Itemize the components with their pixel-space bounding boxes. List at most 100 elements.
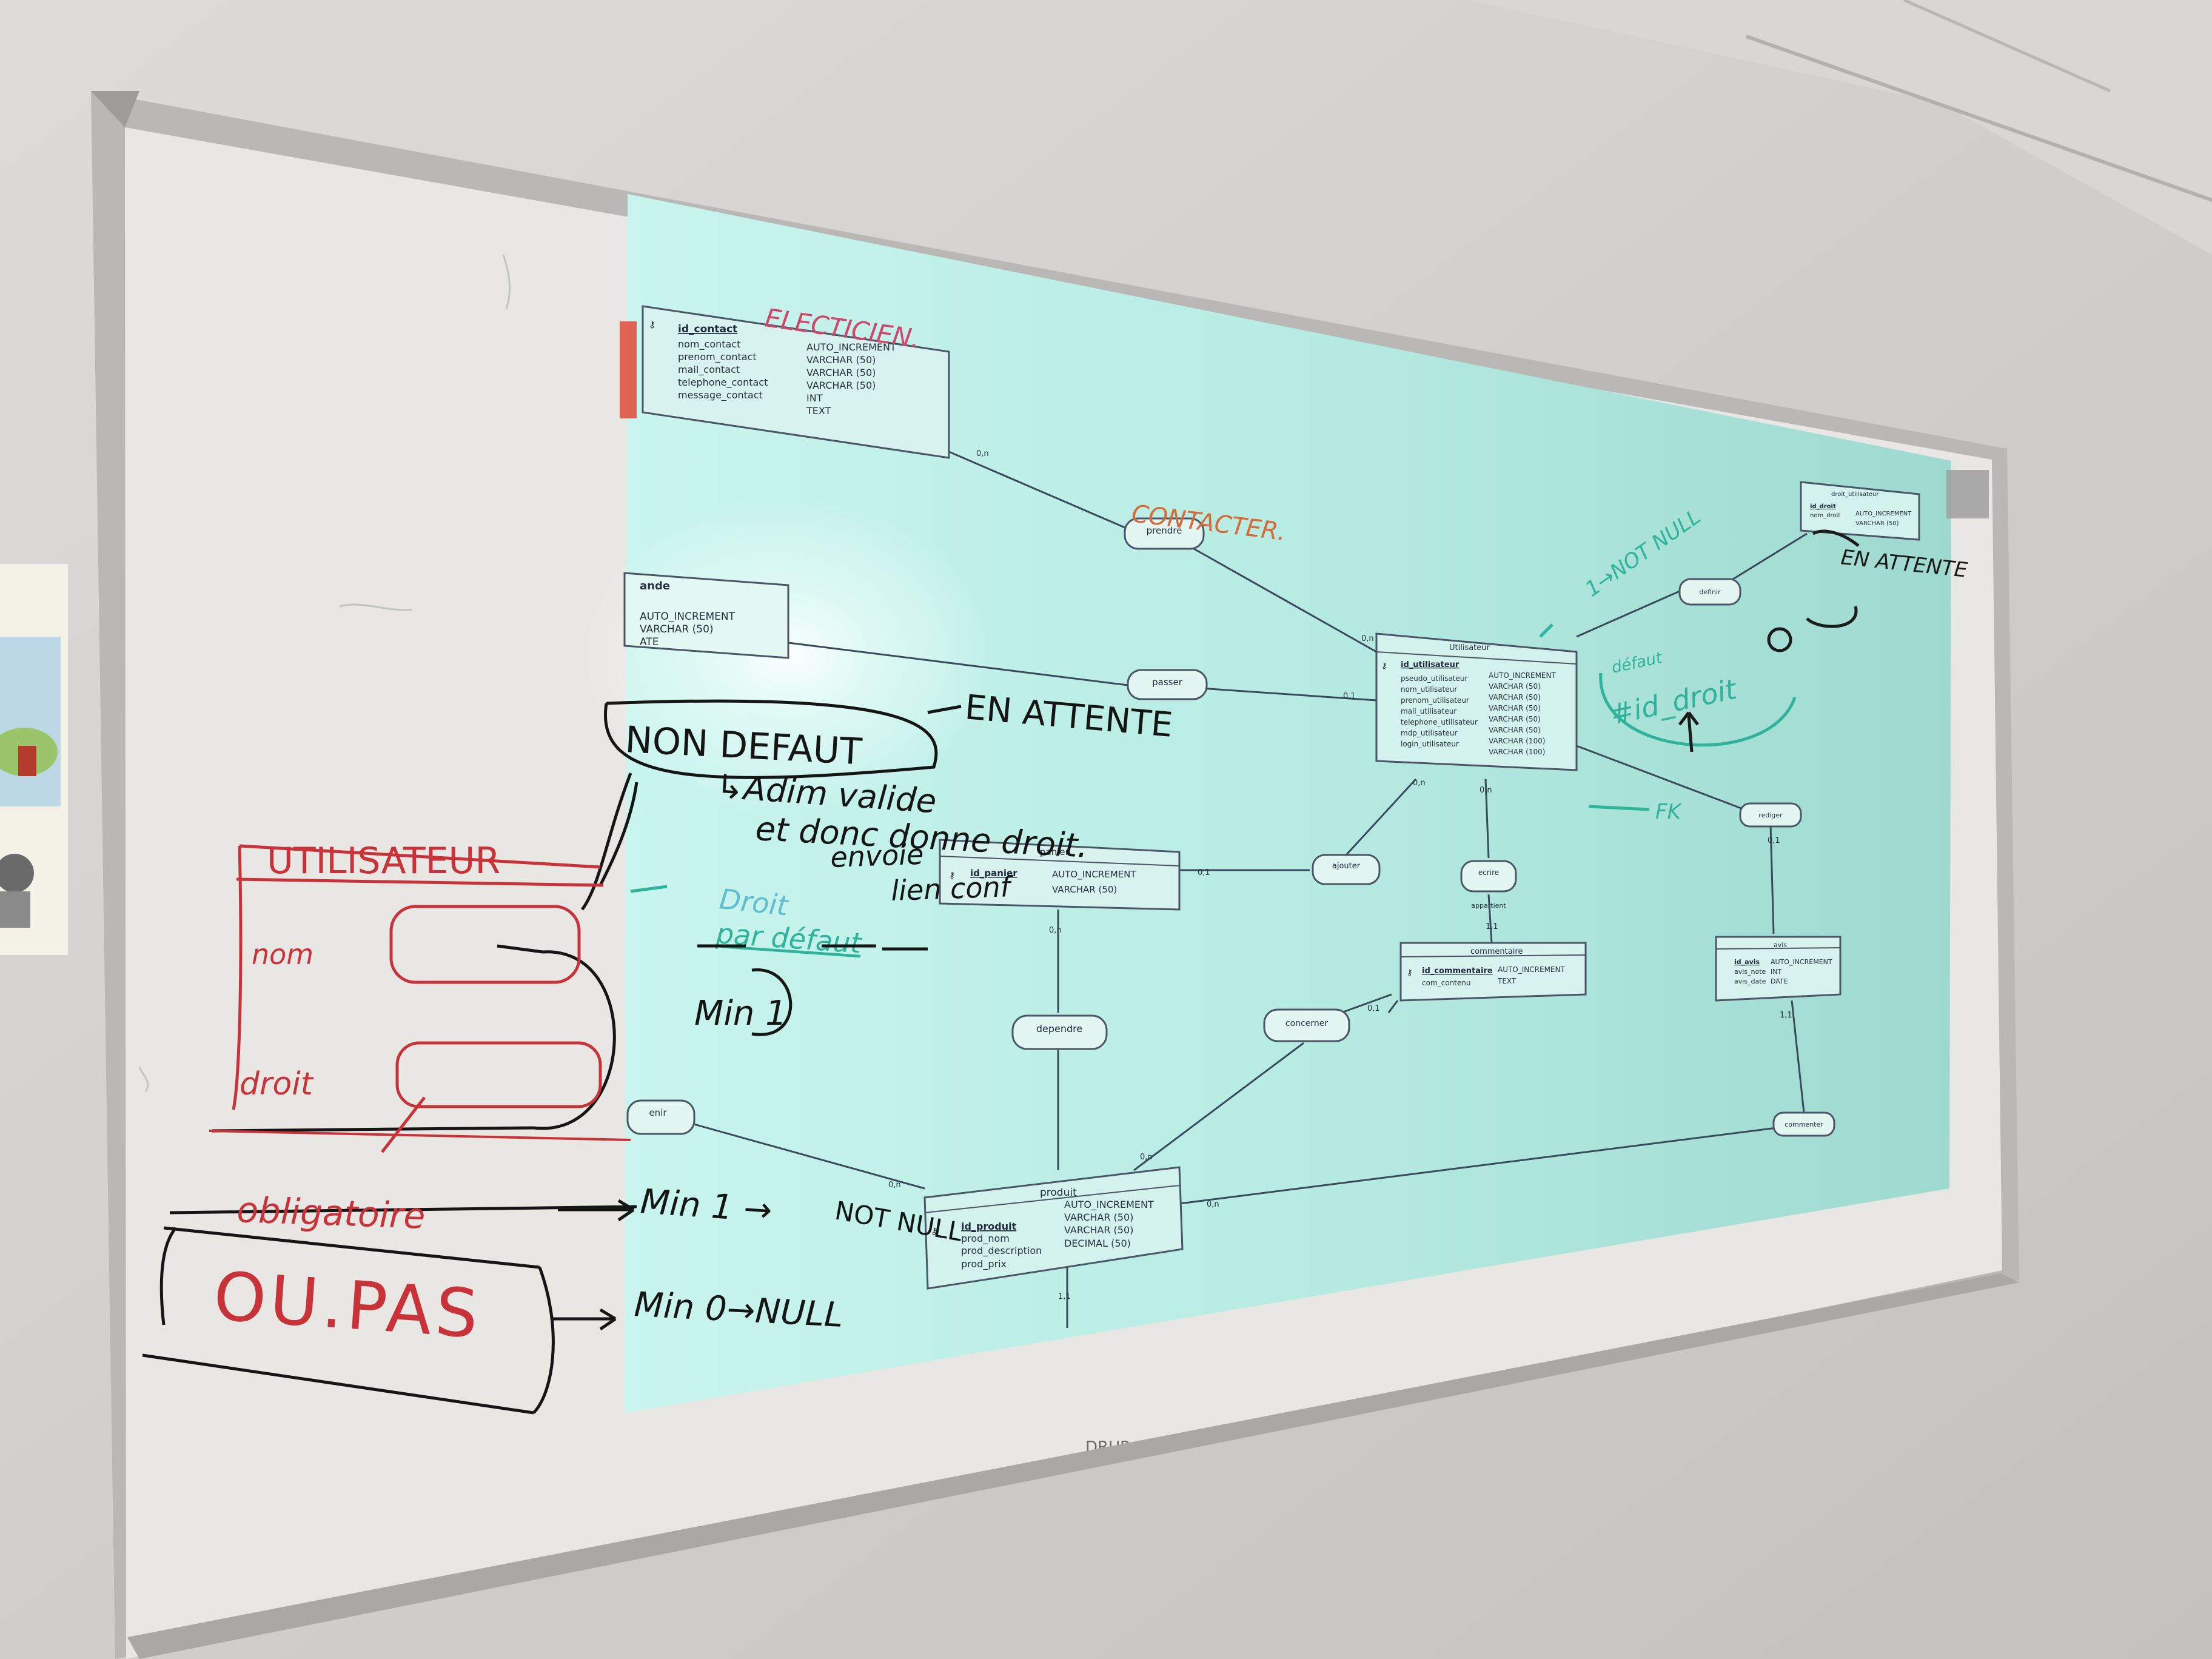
attr-type: VARCHAR (50) [806, 380, 876, 391]
attr-type: INT [1771, 968, 1781, 976]
attr-name: mail_utilisateur [1401, 707, 1456, 716]
attr-type: VARCHAR (50) [1489, 693, 1541, 702]
nom-field-sketch [389, 905, 581, 984]
attr-type: VARCHAR (100) [1489, 737, 1545, 745]
attr-type: ATE [640, 636, 659, 648]
handwriting-obligatoire: obligatoire [236, 1189, 426, 1237]
attr-name: telephone_contact [678, 377, 768, 389]
attr-type: VARCHAR (50) [1489, 704, 1541, 712]
attr-name: com_contenu [1422, 979, 1470, 987]
cardinality: 0,1 [1367, 1004, 1380, 1013]
red-form-sketch: UTILISATEUR nom droit obligatoire OU.PAS [209, 840, 631, 1353]
cardinality: 1,1 [1486, 922, 1498, 931]
ceiling [1467, 0, 2212, 255]
panier-title: panier [1040, 846, 1070, 857]
droit-field-sketch [395, 1041, 602, 1108]
attr-name: avis_note [1734, 968, 1766, 976]
teal-marks [630, 623, 1797, 893]
frame-bracket [1946, 470, 1989, 518]
frame-corner [91, 91, 139, 127]
projection-red-edge [620, 321, 637, 418]
commentaire-pk: id_commentaire [1422, 967, 1493, 976]
entity-contact: ⚷ id_contact nom_contact AUTO_INCREMENT … [642, 305, 950, 459]
attr-name: login_utilisateur [1401, 740, 1459, 748]
ceiling-tile-edge [1903, 0, 2111, 93]
attr-type: TEXT [1497, 977, 1517, 985]
entity-panier: panier ⚷ id_panier AUTO_INCREMENT VARCHA… [939, 839, 1181, 911]
handwriting-lien-conf: lien conf [890, 870, 1014, 907]
attr-type: DATE [1771, 977, 1788, 985]
attr-name: prenom_utilisateur [1401, 696, 1469, 705]
commande-title: ande [640, 580, 670, 592]
whiteboard-tray [127, 1273, 2019, 1659]
handwriting-min1: Min 1 [694, 994, 787, 1033]
handwriting-fk: FK [1655, 800, 1683, 824]
attr-name: mdp_utilisateur [1401, 729, 1458, 737]
key-icon: ⚷ [1381, 662, 1387, 671]
utilisateur-pk: id_utilisateur [1401, 660, 1460, 669]
entity-droit-utilisateur: droit_utilisateur id_droit AUTO_INCREMEN… [1800, 481, 1920, 541]
attr-type: AUTO_INCREMENT [640, 611, 736, 623]
cardinality: 1,1 [1780, 1011, 1792, 1020]
entity-produit: produit ⚷ id_produit AUTO_INCREMENT prod… [923, 1166, 1184, 1290]
attr-type: VARCHAR (50) [1855, 520, 1899, 527]
panier-pk-type: AUTO_INCREMENT [1052, 869, 1136, 880]
handwriting-droit: droit [240, 1066, 314, 1102]
cardinality: 0,1 [1768, 836, 1780, 845]
cardinality: 0,1 [1198, 868, 1210, 877]
attr-name: message_contact [678, 389, 763, 401]
cardinality: 0,n [888, 1181, 901, 1190]
diagram-links [685, 451, 1808, 1328]
relation-commenter: commenter [1785, 1121, 1823, 1128]
attr-name: prenom_contact [678, 351, 757, 363]
attr-type: DECIMAL (50) [1064, 1238, 1131, 1249]
projected-diagram [625, 194, 1951, 1413]
handwriting-utilisateur-form: UTILISATEUR [267, 840, 500, 882]
panier-pk: id_panier [970, 868, 1017, 879]
cardinality: 0,n [976, 449, 989, 458]
wall-poster [0, 564, 68, 955]
relation-dependre: dependre [1036, 1023, 1082, 1034]
attr-name: mail_contact [678, 364, 740, 376]
utilisateur-pk-type: AUTO_INCREMENT [1489, 671, 1556, 680]
handwriting-min1-arrow: Min 1 → [639, 1182, 774, 1230]
relation-definir: definir [1699, 588, 1721, 596]
attr-type: VARCHAR (50) [806, 367, 876, 378]
relation-shapes [626, 517, 1835, 1137]
attr-type: INT [806, 392, 823, 404]
relation-appartient: appartient [1471, 902, 1506, 910]
attr-name: prod_description [961, 1245, 1042, 1257]
key-icon: ⚷ [649, 319, 655, 330]
attr-type: VARCHAR (50) [1064, 1212, 1133, 1223]
produit-pk-type: AUTO_INCREMENT [1064, 1199, 1154, 1211]
commentaire-pk-type: AUTO_INCREMENT [1498, 965, 1565, 974]
attr-name: telephone_utilisateur [1401, 718, 1478, 726]
attr-name: nom_contact [678, 338, 740, 350]
commentaire-title: commentaire [1470, 947, 1523, 956]
cardinality: 0,n [1361, 634, 1374, 643]
relation-ecrire: ecrire [1478, 868, 1499, 877]
cardinality: 0,n [1480, 786, 1492, 795]
erased-marks [138, 254, 511, 1092]
ceiling-tile-edge [1746, 35, 2212, 202]
relation-concerner: concerner [1285, 1019, 1328, 1028]
handwriting-ou-pas: OU.PAS [211, 1257, 484, 1353]
key-icon: ⚷ [931, 1225, 937, 1236]
droit-title: droit_utilisateur [1831, 491, 1879, 498]
handwriting-droit-par-defaut: Droit [718, 882, 791, 922]
attr-type: VARCHAR (50) [1064, 1224, 1133, 1236]
entity-utilisateur: Utilisateur ⚷ id_utilisateur AUTO_INCREM… [1375, 632, 1578, 771]
cardinality: 0,n [1140, 1153, 1153, 1162]
produit-title: produit [1040, 1187, 1077, 1199]
cardinality: 0,n [1049, 926, 1062, 935]
handwriting-nom: nom [252, 938, 313, 971]
attr-type: VARCHAR (50) [806, 354, 876, 366]
avis-title: avis [1774, 941, 1787, 949]
avis-pk-type: AUTO_INCREMENT [1771, 958, 1832, 966]
relation-rediger: rediger [1758, 811, 1783, 819]
avis-pk: id_avis [1734, 958, 1760, 966]
cardinality: 0,1 [1343, 692, 1356, 701]
relation-passer: passer [1152, 677, 1183, 688]
attr-name: prod_nom [961, 1233, 1010, 1245]
